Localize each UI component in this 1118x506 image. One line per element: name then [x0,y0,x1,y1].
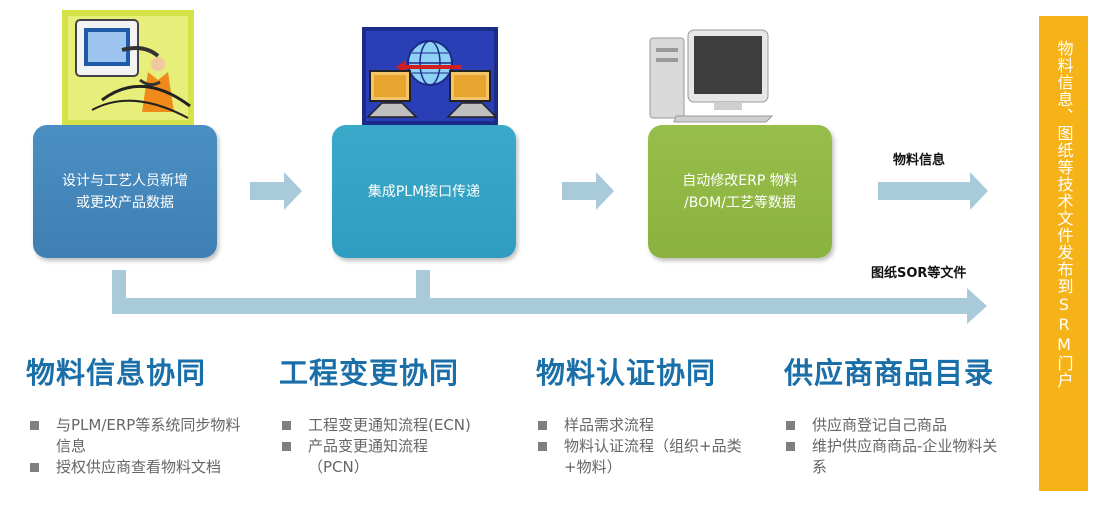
designer-illustration [62,10,194,126]
drawing-files-label: 图纸SOR等文件 [871,266,967,281]
arrow-step2-to-step3 [562,172,614,210]
arrow-step1-to-step2 [250,172,302,210]
srm-publish-banner: 物料信息、图纸等技术文件发布到SRM门户 [1039,16,1088,491]
list-item: 与PLM/ERP等系统同步物料信息 [30,415,242,457]
section-list-engineering-change: 工程变更通知流程(ECN) 产品变更通知流程（PCN） [282,415,512,478]
process-step-design-change-text: 设计与工艺人员新增 或更改产品数据 [62,172,188,211]
connector-box2 [416,270,430,298]
list-item: 产品变更通知流程（PCN） [282,436,468,478]
process-step-design-change: 设计与工艺人员新增 或更改产品数据 [33,125,217,258]
process-step-erp-update: 自动修改ERP 物料 /BOM/工艺等数据 [648,125,832,258]
process-step-erp-update-text: 自动修改ERP 物料 /BOM/工艺等数据 [682,172,798,211]
list-item: 供应商登记自己商品 [786,415,998,436]
list-item: 维护供应商商品-企业物料关系 [786,436,998,478]
computer-illustration [636,24,786,124]
material-info-label: 物料信息 [893,153,946,168]
arrow-to-material-info [878,172,988,210]
process-step-plm-interface: 集成PLM接口传递 [332,125,516,258]
list-item: 物料认证流程（组织+品类+物料） [538,436,743,478]
section-title-engineering-change: 工程变更协同 [279,356,460,390]
list-item: 样品需求流程 [538,415,743,436]
arrow-to-drawing-files [112,288,987,324]
section-list-material-certification: 样品需求流程 物料认证流程（组织+品类+物料） [538,415,743,478]
list-item: 授权供应商查看物料文档 [30,457,242,478]
srm-publish-banner-text: 物料信息、图纸等技术文件发布到SRM门户 [1054,40,1074,389]
section-title-material-info: 物料信息协同 [26,356,207,390]
process-step-plm-interface-text: 集成PLM接口传递 [367,183,481,200]
list-item: 工程变更通知流程(ECN) [282,415,512,436]
section-list-supplier-catalog: 供应商登记自己商品 维护供应商商品-企业物料关系 [786,415,998,478]
section-title-material-certification: 物料认证协同 [536,356,717,390]
section-list-material-info: 与PLM/ERP等系统同步物料信息 授权供应商查看物料文档 [30,415,242,478]
network-illustration [362,27,498,125]
section-title-supplier-catalog: 供应商商品目录 [784,356,995,390]
